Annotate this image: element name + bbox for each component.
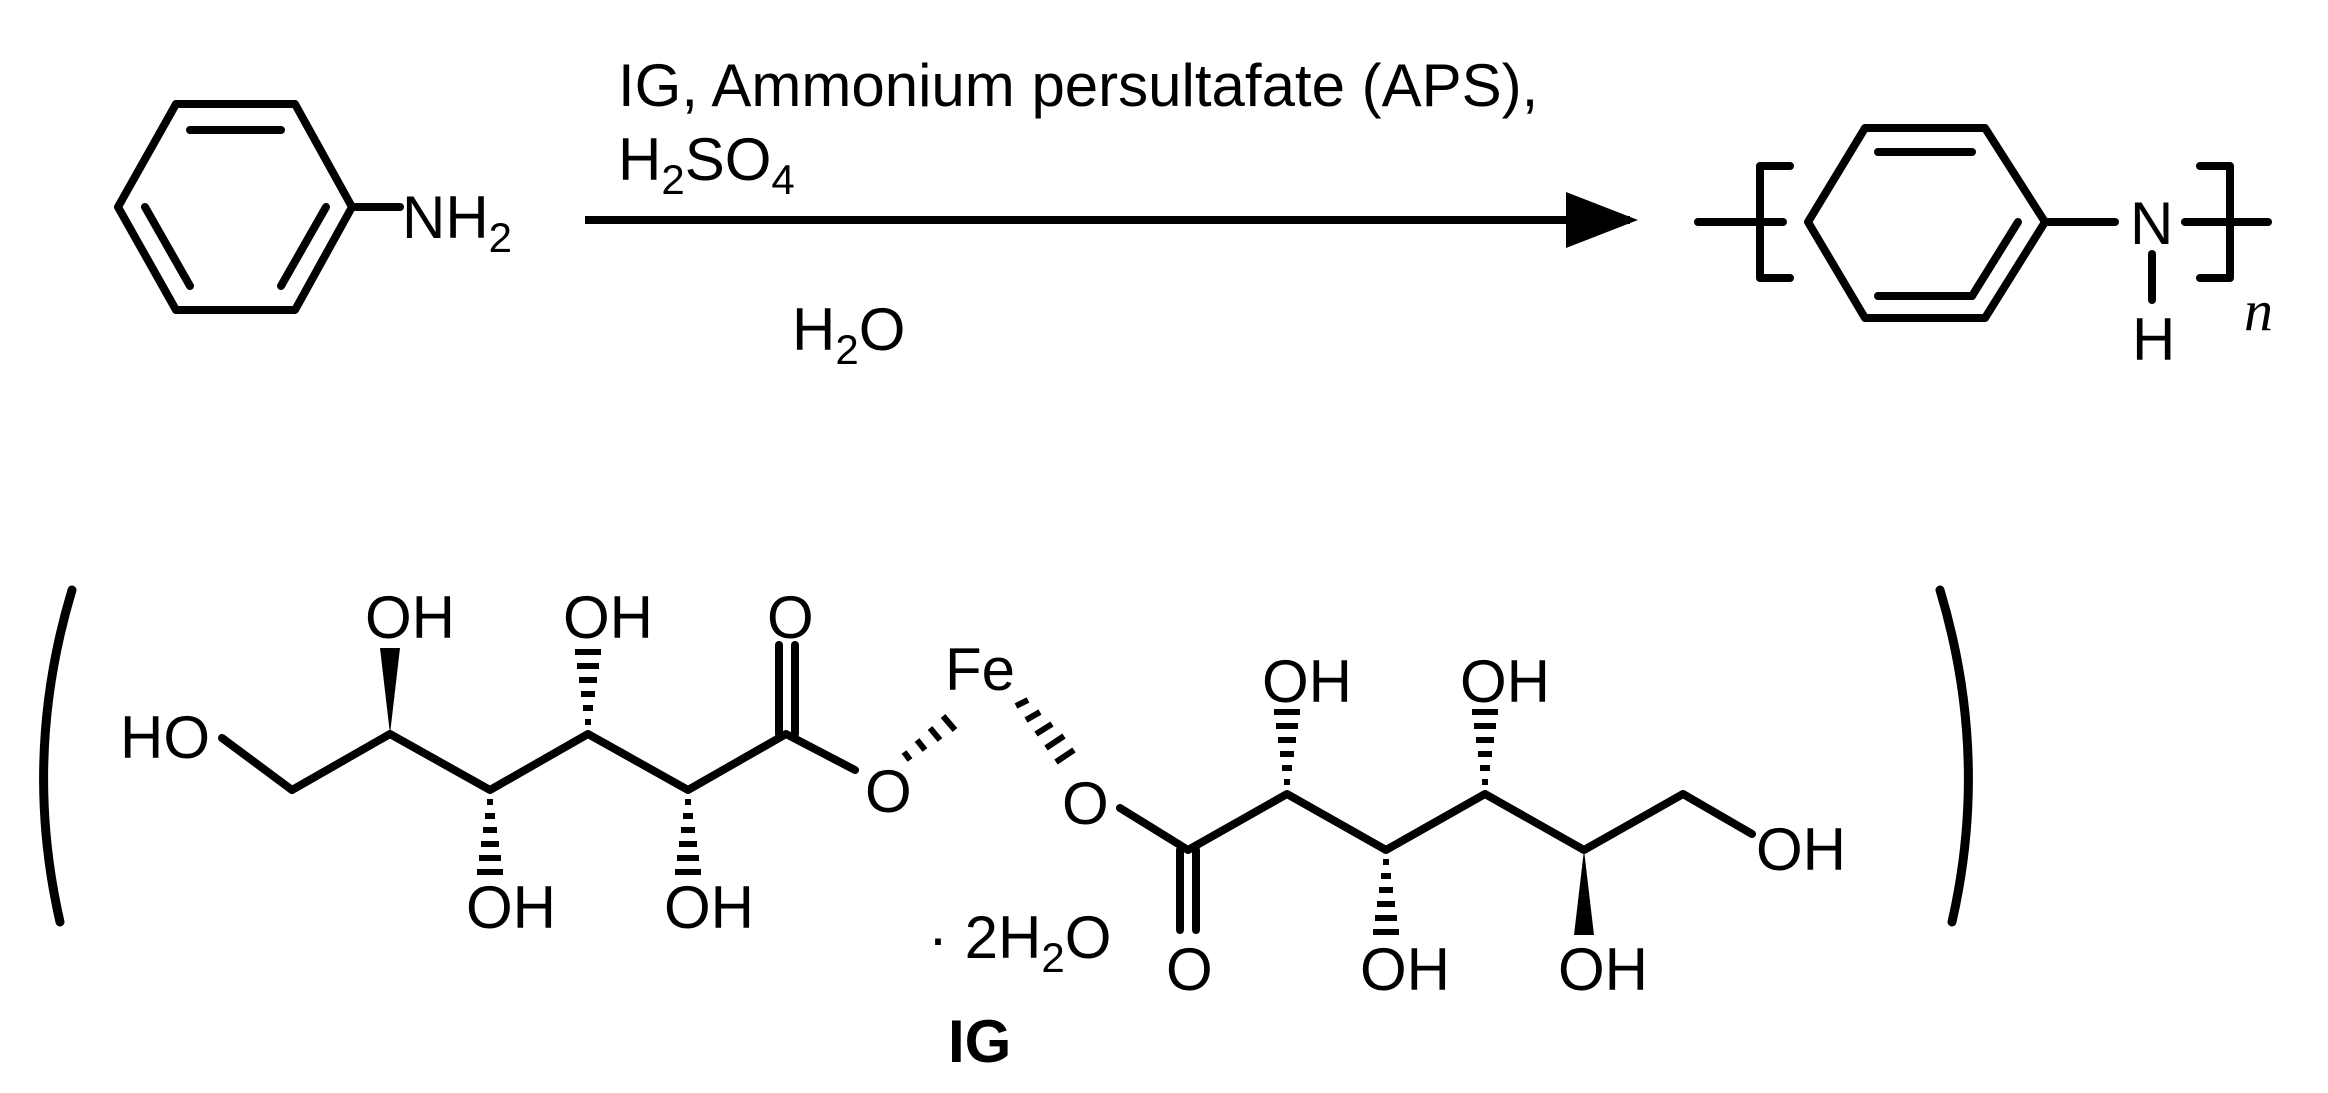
aniline-amine-label: NH2 — [402, 184, 512, 261]
right-parenthesis — [1935, 585, 1973, 927]
solvent-label: H2O — [792, 296, 905, 373]
polyaniline-structure — [1694, 124, 2272, 322]
aniline-double-bond-2 — [277, 203, 330, 290]
left-oh-up-1-label: OH — [365, 584, 455, 651]
right-oh-end-label: OH — [1756, 816, 1846, 883]
right-carbon-chain — [1116, 790, 1756, 854]
right-hash-up-1 — [1274, 709, 1300, 785]
left-hash-o-fe — [901, 714, 958, 762]
left-hash-down-2 — [675, 799, 701, 875]
right-carbonyl-o-label: O — [1166, 936, 1213, 1003]
left-parenthesis — [39, 585, 77, 927]
right-oh-down-1-label: OH — [1360, 936, 1450, 1003]
left-ho-end-label: HO — [120, 704, 210, 771]
left-wedge-bond — [380, 648, 400, 734]
left-hash-up — [575, 649, 601, 725]
right-oh-down-2-label: OH — [1558, 936, 1648, 1003]
left-oh-down-1-label: OH — [466, 874, 556, 941]
right-oh-up-2-label: OH — [1460, 648, 1550, 715]
conditions-line-1: IG, Ammonium persultafate (APS), — [618, 52, 1538, 119]
left-hashed-bonds — [477, 649, 958, 875]
right-oh-up-1-label: OH — [1262, 648, 1352, 715]
bracket-left — [1756, 162, 1794, 282]
conditions-line-2: H2SO4 — [618, 126, 795, 203]
right-wedge-bond — [1574, 850, 1594, 935]
aniline-ring — [114, 100, 356, 314]
aniline-structure — [114, 100, 404, 314]
right-hash-up-2 — [1472, 709, 1498, 785]
left-carbon-chain — [218, 730, 859, 794]
left-carbonyl-o-label: O — [767, 584, 814, 651]
right-gluconate-ligand — [1116, 790, 1756, 934]
left-oh-up-2-label: OH — [563, 584, 653, 651]
poly-double-bond-2 — [1968, 218, 2022, 300]
polymer-hydrogen-label: H — [2132, 306, 2175, 373]
left-hash-down-1 — [477, 799, 503, 875]
ig-label: IG — [948, 1008, 1011, 1075]
left-ester-o-label: O — [865, 758, 912, 825]
right-hash-fe-o — [1014, 697, 1076, 765]
left-gluconate-ligand — [218, 641, 859, 794]
iron-center-label: Fe — [945, 636, 1015, 703]
repeat-unit-n: n — [2244, 278, 2273, 343]
hydrate-label: · 2H2O — [928, 904, 1111, 981]
right-ester-o-label: O — [1062, 770, 1109, 837]
left-oh-down-2-label: OH — [664, 874, 754, 941]
polymer-nitrogen-label: N — [2130, 190, 2173, 257]
aniline-double-bond-3 — [141, 203, 194, 290]
right-hashed-bonds — [1014, 697, 1498, 935]
polyaniline-ring — [1804, 124, 2049, 322]
right-hash-down — [1373, 859, 1399, 935]
